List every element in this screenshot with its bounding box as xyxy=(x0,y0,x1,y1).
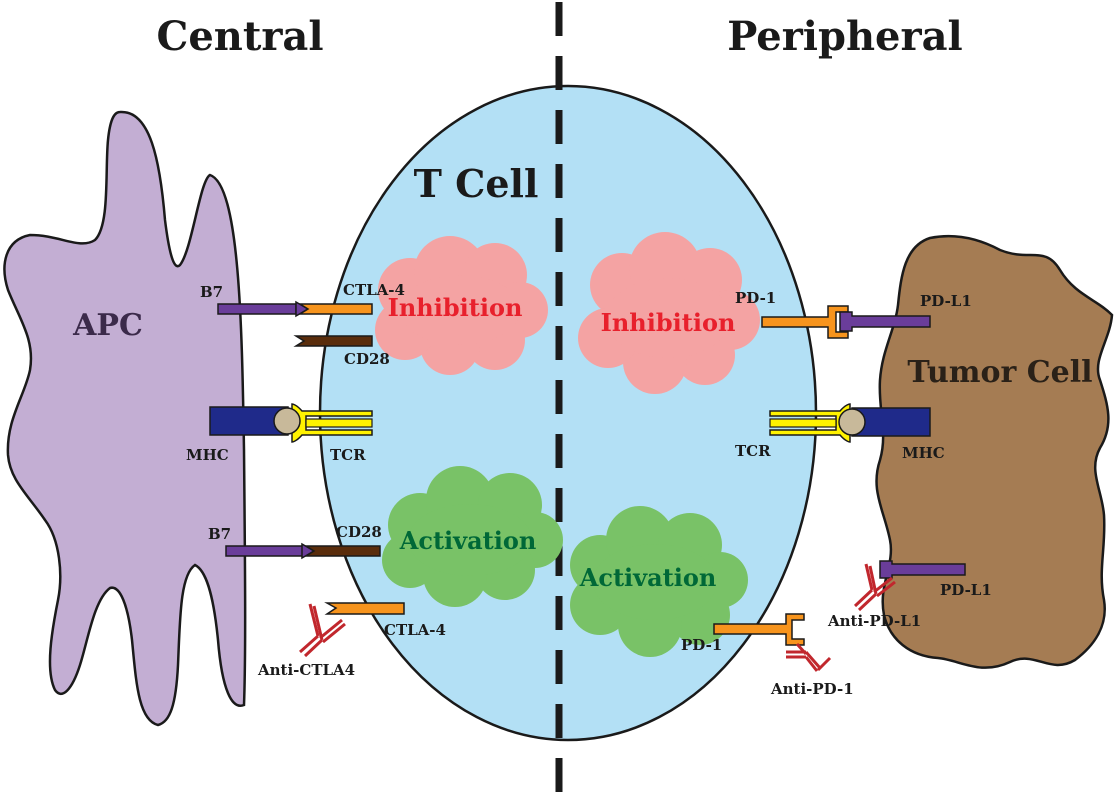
peripheral-activation-label: Activation xyxy=(579,563,717,592)
pd1-receptor-bottom xyxy=(713,613,805,646)
header-peripheral: Peripheral xyxy=(727,13,962,60)
antibody-icon xyxy=(299,603,346,658)
peripheral-activation-cloud xyxy=(570,506,748,657)
antigen-peptide-icon xyxy=(273,407,301,435)
antigen-peptide-icon xyxy=(838,408,866,436)
central-inhibition-cloud xyxy=(375,236,548,375)
pd1-label-top: PD-1 xyxy=(735,289,776,307)
central-activation-label: Activation xyxy=(399,526,537,555)
mhc-label-right: MHC xyxy=(902,444,945,462)
mhc-tcr-left xyxy=(209,403,373,443)
antibody-icon xyxy=(786,642,832,672)
pdl1-label-top: PD-L1 xyxy=(920,292,972,310)
b7-ctla4-interaction xyxy=(217,300,373,318)
cd28-label-top: CD28 xyxy=(344,350,390,368)
pd1-label-bottom: PD-1 xyxy=(681,636,722,654)
ctla4-receptor-bottom xyxy=(324,602,405,615)
anti-pdl1-label: Anti-PD-L1 xyxy=(827,612,921,630)
t-cell-label: T Cell xyxy=(414,161,539,206)
ctla4-label-top: CTLA-4 xyxy=(343,281,405,299)
antibody-icon xyxy=(853,563,896,612)
cd28-receptor xyxy=(293,335,373,347)
b7-label-bottom: B7 xyxy=(208,525,231,543)
t-cell xyxy=(318,84,818,742)
pd1-pdl1-interaction xyxy=(761,305,931,339)
b7-label-top: B7 xyxy=(200,283,223,301)
central-activation-cloud xyxy=(382,466,563,607)
anti-pd1-label: Anti-PD-1 xyxy=(770,680,854,698)
header-central: Central xyxy=(156,13,323,60)
tcr-label-left: TCR xyxy=(330,446,366,464)
pdl1-label-bottom: PD-L1 xyxy=(940,581,992,599)
apc-cell xyxy=(3,110,247,727)
tcr-label-right: TCR xyxy=(735,442,771,460)
anti-ctla4-label: Anti-CTLA4 xyxy=(257,661,355,679)
cd28-label-bottom: CD28 xyxy=(336,523,382,541)
central-inhibition-label: Inhibition xyxy=(388,293,523,322)
peripheral-inhibition-label: Inhibition xyxy=(601,308,736,337)
mhc-label-left: MHC xyxy=(186,446,229,464)
mhc-tcr-right xyxy=(769,403,931,443)
peripheral-inhibition-cloud xyxy=(578,232,760,394)
pdl1-ligand-bottom xyxy=(879,560,966,579)
b7-cd28-interaction xyxy=(225,542,381,560)
tumor-cell-label: Tumor Cell xyxy=(907,355,1092,390)
apc-label: APC xyxy=(72,308,143,343)
ctla4-label-bottom: CTLA-4 xyxy=(384,621,446,639)
